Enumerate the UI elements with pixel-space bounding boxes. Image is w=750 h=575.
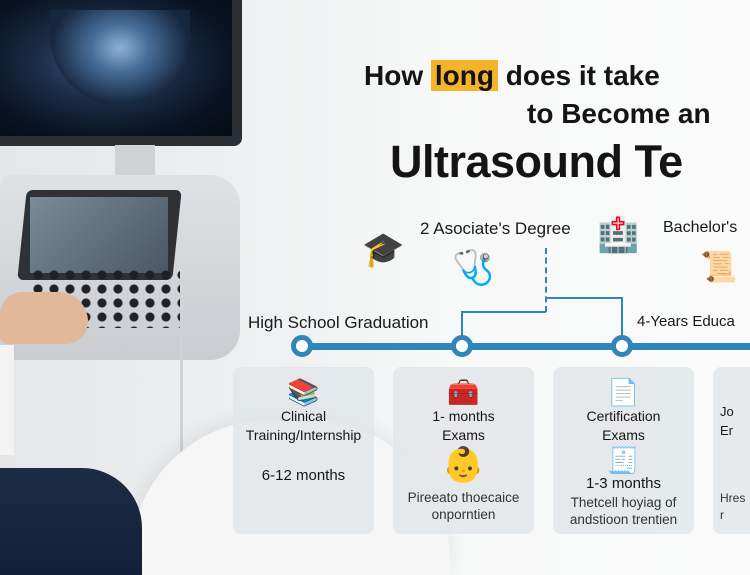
card-title: Certification Exams — [586, 408, 661, 443]
timeline-dashed-connector — [545, 248, 547, 312]
card-title: Clinical Training/Internship — [245, 408, 362, 443]
four-years-label: 4-Years Educa — [637, 313, 735, 330]
title-line-2: to Become an — [527, 98, 711, 129]
hospital-diploma-icon: 🏥 — [597, 216, 640, 254]
timeline-connector-left — [461, 311, 546, 337]
books-icon: 📚 — [287, 377, 320, 407]
bachelor-label: Bachelor's — [663, 219, 738, 236]
card-duration: 1-3 months — [585, 475, 662, 492]
sleeve — [0, 345, 14, 455]
card-title: Jo Er — [720, 404, 734, 438]
card-exams: 🧰 1- months Exams 👶 Pireeato thoecaice o… — [393, 367, 534, 534]
touchscreen-display — [30, 197, 168, 273]
graduation-cap-icon: 🎓 — [362, 231, 405, 269]
timeline-node-four-years — [611, 335, 633, 357]
probe-cable — [180, 330, 200, 470]
card-title: 1- months Exams — [432, 408, 495, 443]
card-job: Jo Er Hres r — [713, 367, 750, 534]
card-duration: 6-12 months — [261, 467, 346, 484]
timeline-node-high-school — [291, 335, 313, 357]
certificate-icon: 🧾 — [607, 445, 640, 475]
title-line-3: Ultrasound Te — [390, 136, 683, 187]
title-highlight: long — [430, 60, 498, 91]
diploma-icon: 📜 — [700, 251, 738, 284]
card-description: Thetcell hoyiag of andstioon trentien — [569, 495, 678, 527]
associate-degree-label: 2 Asociate's Degree — [420, 219, 571, 238]
title-line-1: How long does it take — [364, 60, 660, 91]
certificate-icon: 📄 — [607, 377, 640, 407]
card-description: Pireeato thoecaice onporntien — [407, 490, 520, 522]
stethoscope-fetus-icon: 🩺 — [452, 249, 495, 287]
medical-kit-icon: 🧰 — [447, 377, 480, 407]
hand — [0, 292, 88, 344]
card-clinical-training: 📚 Clinical Training/Internship 6-12 mont… — [233, 367, 374, 534]
card-description: Hres r — [720, 491, 746, 522]
timeline-line — [302, 343, 750, 350]
timeline-connector-right — [547, 297, 623, 337]
timeline-node-associate — [451, 335, 473, 357]
patient-legs — [0, 468, 142, 575]
card-certification: 📄 Certification Exams 🧾 1-3 months Thetc… — [553, 367, 694, 534]
high-school-label: High School Graduation — [248, 313, 429, 332]
fetus-icon: 👶 — [442, 446, 485, 484]
